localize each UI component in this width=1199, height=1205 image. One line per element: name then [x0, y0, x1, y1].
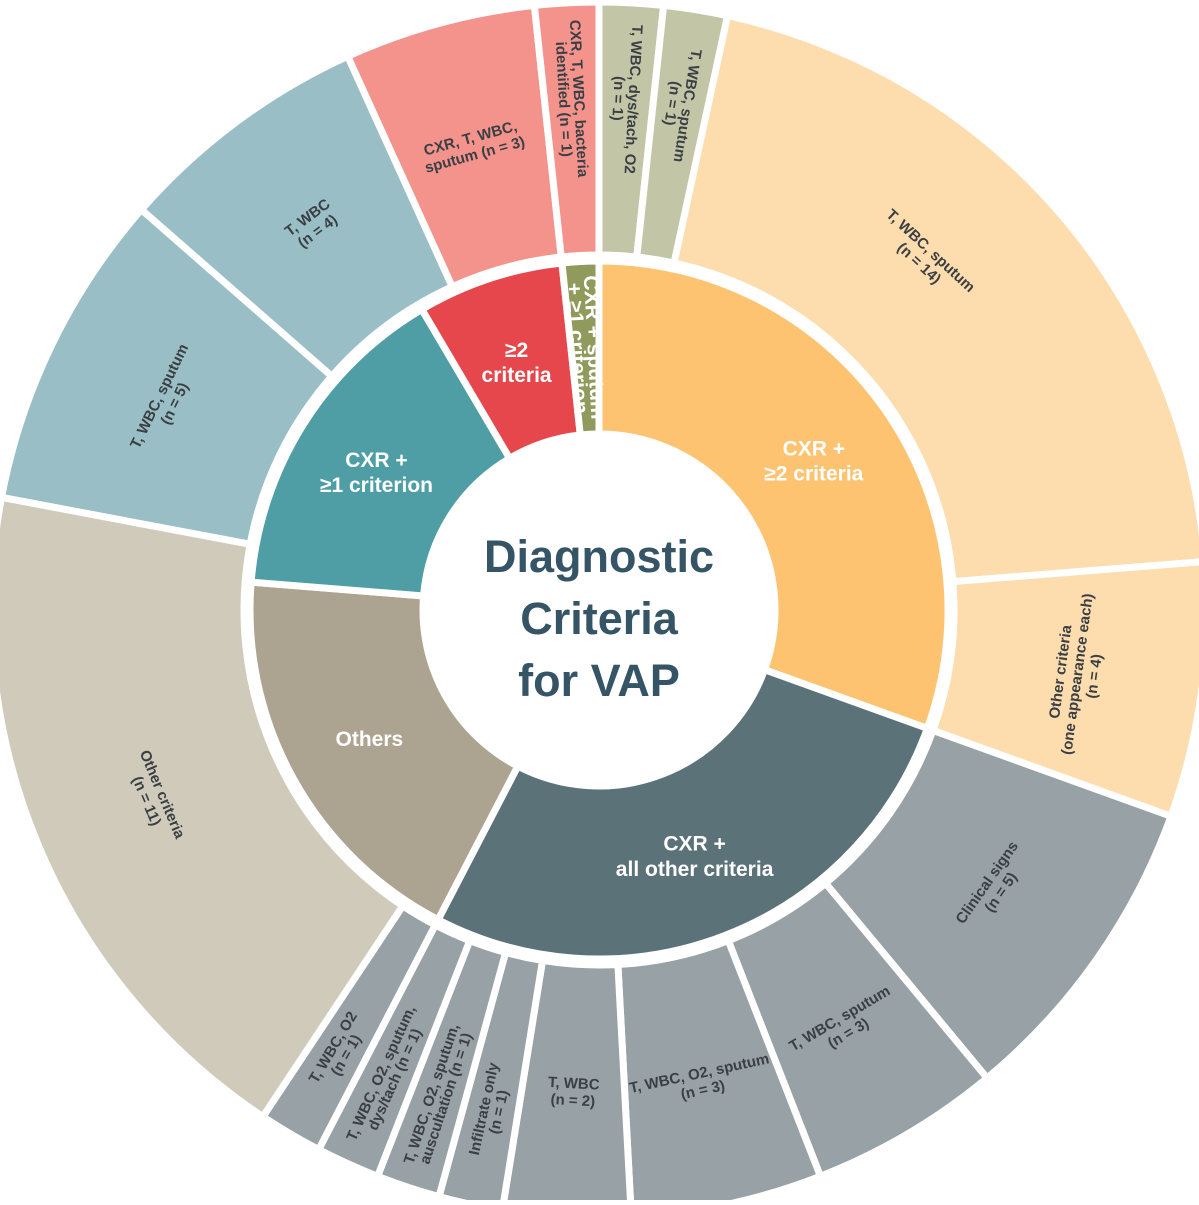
outer-segment-t-wbc-o2-sputum-n-3 [614, 936, 825, 1205]
outer-label-t-wbc-n-2: T, WBC(n = 2) [547, 1074, 601, 1111]
inner-label-cxr-sputum-1-criterion: CXR + sputum+ ≥1 criterion [562, 275, 610, 421]
inner-label-others: Others [336, 728, 404, 751]
inner-segment-cxr-sputum-1-criterion [558, 257, 603, 439]
inner-label-cxr-1-criterion: CXR +≥1 criterion [320, 449, 433, 497]
outer-segment-t-wbc-sputum-n-1 [632, 1, 732, 268]
outer-label-cxr-t-wbc-bacteria-identified-n-1: CXR, T, WBC, bacteriaidentified (n = 1) [551, 19, 591, 179]
inner-segment-cxr-all-other-criteria [433, 665, 932, 963]
inner-segment-others [246, 578, 523, 925]
center-hub [426, 437, 772, 783]
outer-segment-other-criteria-n-11 [0, 493, 408, 1122]
inner-label-cxr-2-criteria: CXR +≥2 criteria [764, 437, 863, 485]
inner-label-cxr-all-other-criteria: CXR +all other criteria [616, 833, 774, 881]
outer-segment-t-wbc-sputum-n-14 [595, 0, 1199, 586]
inner-segment-cxr-2-criteria [595, 257, 952, 733]
inner-segment-cxr-1-criterion [247, 304, 515, 600]
